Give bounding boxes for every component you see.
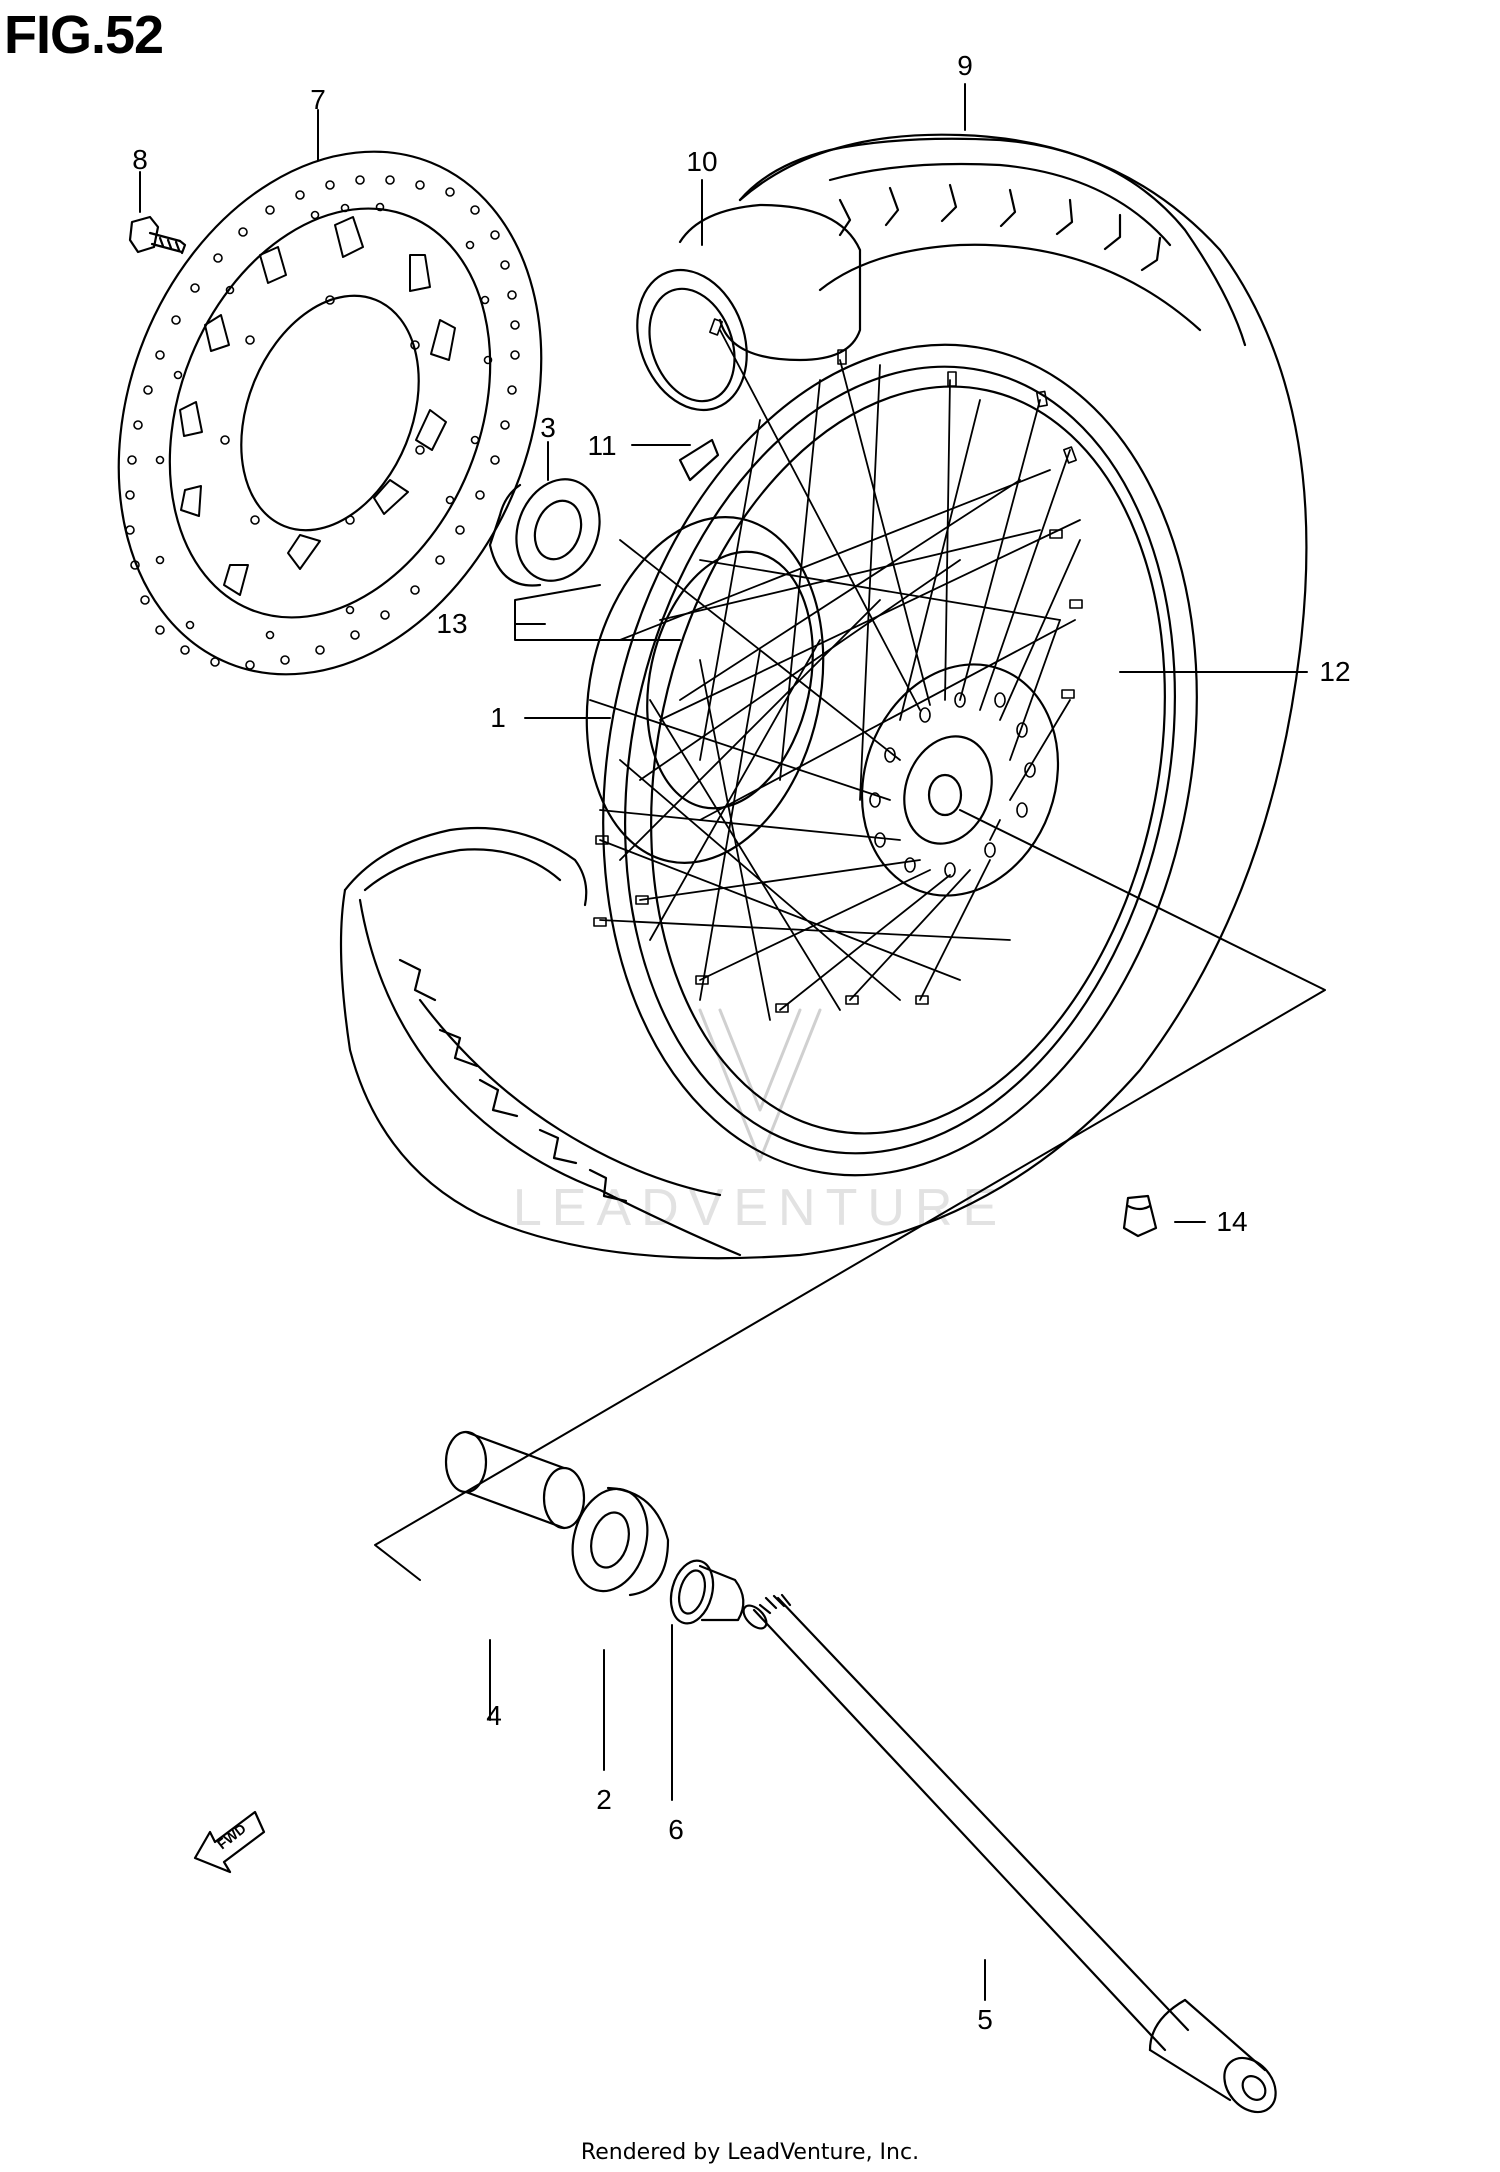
disc-bolt	[128, 215, 187, 255]
front-axle	[742, 1593, 1277, 2114]
callout-13: 13	[436, 608, 468, 639]
callout-14: 14	[1216, 1206, 1248, 1237]
callout-8: 8	[132, 144, 148, 175]
valve-cap	[1122, 1194, 1158, 1238]
brake-disc	[117, 150, 543, 676]
footer-credit: Rendered by LeadVenture, Inc.	[580, 2140, 920, 2165]
upper-bearing	[488, 478, 601, 587]
fwd-arrow-icon	[193, 1810, 266, 1874]
figure-title: FIG.52	[4, 5, 164, 65]
lower-bearing	[571, 1486, 670, 1597]
callout-2: 2	[596, 1784, 612, 1815]
callout-6: 6	[668, 1814, 684, 1845]
callout-5: 5	[977, 2004, 993, 2035]
callout-11: 11	[587, 430, 617, 461]
watermark-text: LEADVENTURE	[513, 1179, 1007, 1237]
callout-7: 7	[310, 84, 326, 115]
watermark-logo	[698, 1008, 822, 1162]
callout-12: 12	[1319, 656, 1351, 687]
wheel-assembly	[339, 133, 1308, 1260]
axle-spacer	[444, 1430, 586, 1530]
callout-3: 3	[540, 412, 556, 443]
callout-4: 4	[486, 1700, 502, 1731]
callout-10: 10	[686, 146, 718, 177]
callout-9: 9	[957, 50, 973, 81]
callout-1: 1	[490, 702, 506, 733]
leader-lines	[139, 83, 1326, 2001]
axle-collar	[669, 1559, 745, 1625]
